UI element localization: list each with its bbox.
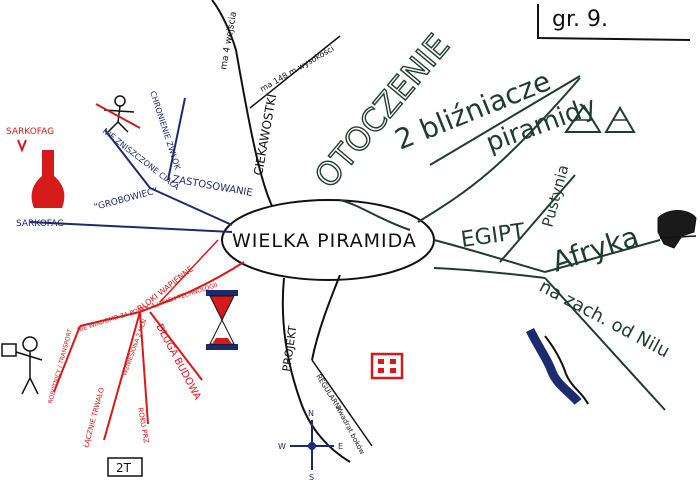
egipt-sub2: Afryka	[548, 220, 643, 279]
egipt-sub1: Pustynia	[538, 163, 572, 229]
group-label-box: gr. 9.	[537, 4, 691, 41]
group-label: gr. 9.	[552, 7, 608, 32]
branch-zastosowanie: ZASTOSOWANIE CHRONIENIE ZWŁOK NIE ZNISZC…	[29, 90, 253, 233]
egipt-label: EGIPT	[459, 219, 527, 253]
sarkofag-label-top: SARKOFAG	[6, 127, 54, 137]
budowa-sub2: NIE WIADOMO ZA POMOCĄ JAKICH TECHNOLOGII	[76, 282, 218, 334]
sarcophagus-icon	[31, 150, 65, 208]
compass-s: S	[309, 473, 314, 482]
hourglass-icon	[206, 290, 238, 350]
compass-n: N	[308, 409, 314, 418]
branch-projekt: PROJEKT REGULARNY kwadrat boków N E S W	[278, 274, 404, 482]
ciekawostki-sub1: ma 4 wejścia	[218, 11, 239, 71]
center-title: WIELKA PIRAMIDA	[232, 230, 417, 252]
zastosowanie-label: ZASTOSOWANIE	[171, 174, 253, 199]
zastosowanie-sub1: CHRONIENIE ZWŁOK	[148, 90, 182, 172]
nile-river-icon	[525, 327, 589, 405]
projekt-label: PROJEKT	[280, 325, 299, 373]
center-node: WIELKA PIRAMIDA	[221, 199, 435, 281]
compass-w: W	[278, 442, 286, 451]
stick-figure-icon	[95, 95, 141, 133]
branch-budowa: BLOKI WAPIENNE NIE WIADOMO ZA POMOCĄ JAK…	[47, 239, 245, 477]
budowa-sub6: ŁĄCZNIE TRWAŁO	[82, 386, 106, 449]
sarcophagus-group: SARKOFAG SARKOFAG	[6, 127, 65, 229]
square-blocks-label: 2T	[107, 457, 143, 477]
zastosowanie-sub3: "GROBOWIEC"	[93, 186, 159, 213]
compass-e: E	[338, 442, 343, 451]
sarkofag-label-bottom: SARKOFAG	[16, 219, 64, 229]
ciekawostki-sub2: ma 148 m wysokości	[258, 43, 336, 94]
budowa-sub8: 2T	[116, 461, 132, 475]
ciekawostki-label: CIEKAWOSTKI	[251, 93, 279, 177]
budowa-sub5: ROBOTNICY / TRANSPORT	[47, 328, 74, 404]
branch-egipt: EGIPT Pustynia Afryka na zach. od Nilu	[433, 163, 697, 411]
africa-map-icon	[657, 210, 697, 249]
stick-figure-worker-icon	[1, 336, 43, 395]
branch-otoczenie: OTOCZENIE 2 bliźniacze piramidy	[306, 26, 636, 231]
pyramids-icon	[564, 104, 636, 133]
budowa-sub3: DŁUGA BUDOWA	[153, 322, 202, 402]
egipt-sub3: na zach. od Nilu	[536, 276, 673, 362]
compass-icon: N E S W	[278, 409, 343, 482]
square-blocks-icon	[370, 352, 404, 380]
